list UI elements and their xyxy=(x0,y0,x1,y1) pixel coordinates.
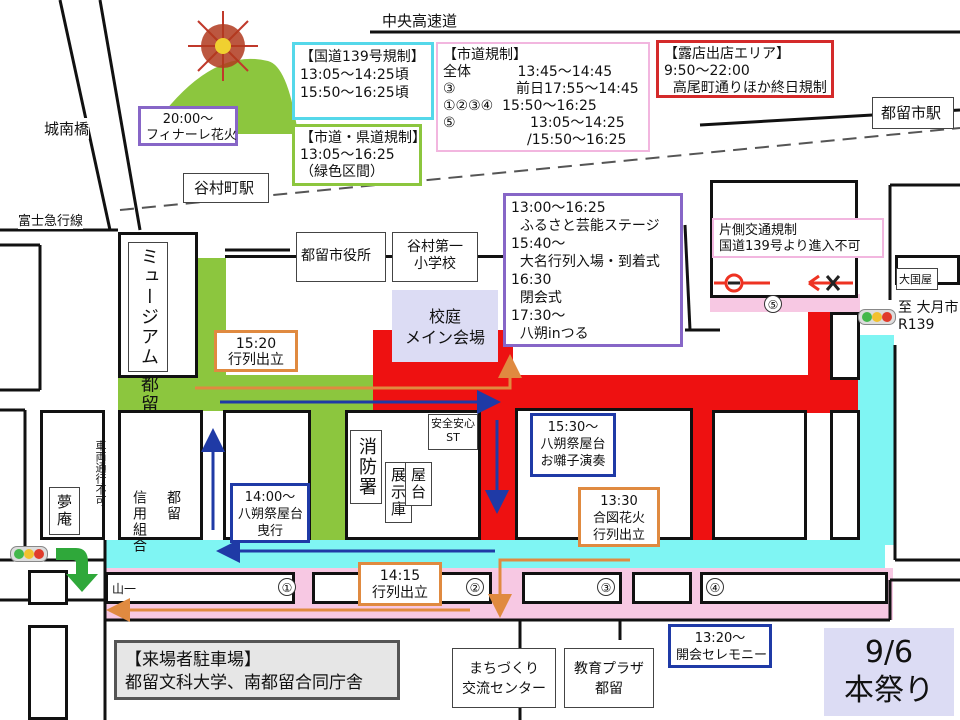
tanimura-station: 谷村町駅 xyxy=(183,173,269,203)
point-2: ② xyxy=(466,578,484,596)
prohibited-x-icon xyxy=(808,274,853,292)
route139-regulation: 【国道139号規制】 13:05～14:25頃 15:50～16:25頃 xyxy=(292,42,434,120)
block-west-2 xyxy=(28,570,68,605)
parade-1520-notice: 15:20 行列出立 xyxy=(214,330,298,372)
block-east-4 xyxy=(830,312,860,380)
tsuru-small-label: 都留 xyxy=(165,490,181,522)
city-pref-regulation: 【市道・県道規制】 13:05～16:25 （緑色区間） xyxy=(292,124,426,186)
fireworks-1330-notice: 13:30 合図花火 行列出立 xyxy=(578,487,660,547)
block-credit xyxy=(118,410,203,540)
red-section-horizontal xyxy=(373,375,858,413)
yamaichi-label: 山一 xyxy=(112,582,137,596)
green-turn-arrow-icon xyxy=(56,548,98,592)
fire-station-label: 消防署 xyxy=(350,430,382,504)
parking-notice: 【来場者駐車場】 都留文科大学、南都留合同庁舎 xyxy=(114,640,400,700)
point-5: ⑤ xyxy=(764,295,782,313)
kyoiku-label: 教育プラザ 都留 xyxy=(564,648,654,708)
point-1: ① xyxy=(278,578,296,596)
parade-1415-notice: 14:15 行列出立 xyxy=(358,562,442,606)
city-hall: 都留市役所 xyxy=(296,232,386,282)
daikokuya-label: 大国屋 xyxy=(896,268,938,290)
no-entry-icon xyxy=(714,273,770,293)
safety-station: 安全安心 ST xyxy=(428,414,478,450)
yatai-label: 屋台 xyxy=(405,462,432,506)
main-venue: 校庭 メイン会場 xyxy=(392,290,498,362)
block-east-3 xyxy=(830,410,860,540)
point-3: ③ xyxy=(597,578,615,596)
stage-schedule: 13:00～16:25 ふるさと芸能ステージ 15:40～ 大名行列入場・到着式… xyxy=(503,193,683,347)
road-closure-label: 車両通行不可 xyxy=(94,440,107,506)
finale-notice: 20:00～ フィナーレ花火 xyxy=(138,106,238,146)
yuan-label: 夢庵 xyxy=(49,487,80,535)
museum-label: ミュージアム 都留 xyxy=(128,242,168,415)
school: 谷村第一 小学校 xyxy=(392,232,478,282)
festival-date: 9/6 本祭り xyxy=(824,628,954,716)
expressway-label: 中央高速道 xyxy=(382,12,458,30)
railway-label: 富士急行線 xyxy=(18,210,84,229)
bridge-label: 城南橋 xyxy=(44,118,90,139)
city-regulation: 【市道規制】 全体 13:45～14:45 ③ 前日17:55～14:45 ①②… xyxy=(436,42,650,152)
machizukuri-label: まちづくり 交流センター xyxy=(452,648,556,708)
stall-area-notice: 【露店出店エリア】 9:50～22:00 高尾町通りほか終日規制 xyxy=(656,40,834,98)
one-side-traffic-notice: 片側交通規制 国道139号より進入不可 xyxy=(712,218,884,258)
ceremony-1320-notice: 13:20～ 開会セレモニー xyxy=(668,624,772,668)
route139-label: 至 大月市 R139 xyxy=(898,300,959,333)
block-south-4 xyxy=(632,572,692,604)
tsuru-station: 都留市駅 xyxy=(872,97,954,129)
block-south-5 xyxy=(700,572,888,604)
traffic-signal-icon xyxy=(10,546,48,562)
pink-stall-top xyxy=(710,294,860,312)
point-4: ④ xyxy=(706,578,724,596)
hassaku-1530-notice: 15:30～ 八朔祭屋台 お囃子演奏 xyxy=(530,413,616,477)
block-east-2 xyxy=(712,410,807,540)
block-west-3 xyxy=(28,625,68,720)
hassaku-1400-notice: 14:00～ 八朔祭屋台 曳行 xyxy=(230,483,310,543)
traffic-signal-icon-2 xyxy=(858,309,896,325)
green-section-lower xyxy=(308,405,348,540)
red-section-mid xyxy=(690,405,714,540)
block-south-1 xyxy=(105,572,295,604)
cyan-section-right xyxy=(858,335,894,545)
